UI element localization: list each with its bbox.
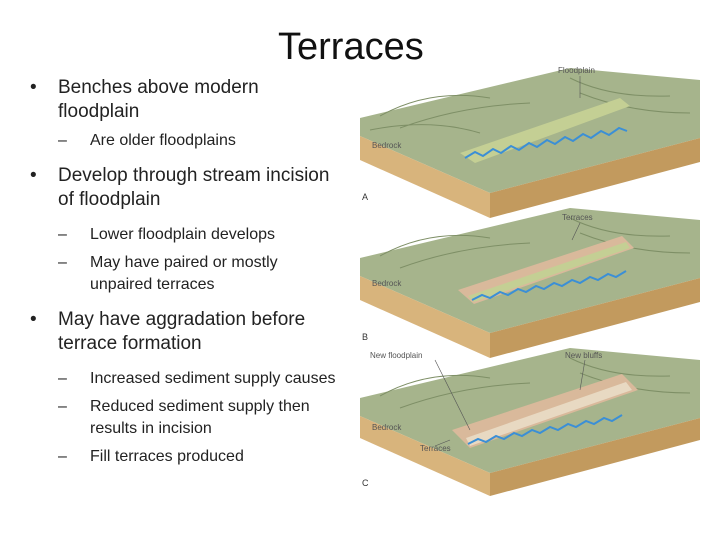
bullet-1-text: Benches above modern floodplain xyxy=(58,77,259,122)
sub-bullet-dash: – xyxy=(58,448,67,465)
sub-bullet-dash: – xyxy=(58,370,67,387)
bullet-1: • Benches above modern floodplain xyxy=(30,76,340,124)
sub-bullet-3-2: – Reduced sediment supply then results i… xyxy=(30,396,340,440)
sub-bullet-3-1: – Increased sediment supply causes xyxy=(30,368,340,390)
panel-c-new-bluffs-leader xyxy=(579,359,586,391)
panel-c-terraces-label: Terraces xyxy=(420,444,451,453)
bullet-dot: • xyxy=(30,309,37,330)
panel-c-terraces-leader xyxy=(434,439,451,447)
bullet-3-text: May have aggradation before terrace form… xyxy=(58,309,306,354)
panel-b-leader xyxy=(571,222,581,241)
panel-c-new-floodplain xyxy=(466,382,632,446)
bullet-2: • Develop through stream incision of flo… xyxy=(30,164,340,212)
panel-a-letter: A xyxy=(362,192,368,202)
panel-c-front-face xyxy=(360,416,490,496)
panel-b-river xyxy=(471,270,627,301)
panel-b-side-face xyxy=(490,278,700,358)
panel-c-new-floodplain-leader xyxy=(434,359,471,431)
sub-bullet-dash: – xyxy=(58,254,67,271)
sub-bullet-3-3: – Fill terraces produced xyxy=(30,446,340,468)
panel-a-front-face xyxy=(360,136,490,218)
panel-c-river xyxy=(467,414,623,445)
panel-c-contours xyxy=(379,357,691,409)
panel-c-letter: C xyxy=(362,478,369,488)
sub-bullet-2-1: – Lower floodplain develops xyxy=(30,224,340,246)
panel-a-bedrock-label: Bedrock xyxy=(372,141,402,150)
sub-bullet-dash: – xyxy=(58,226,67,243)
bullet-dot: • xyxy=(30,165,37,186)
sub-bullet-2-2-text: May have paired or mostly unpaired terra… xyxy=(90,254,278,293)
panel-b-terraces-label: Terraces xyxy=(562,213,593,222)
slide-title: Terraces xyxy=(278,26,424,68)
panel-a-contours xyxy=(369,77,691,134)
sub-bullet-3-3-text: Fill terraces produced xyxy=(90,448,244,465)
bullet-2-text: Develop through stream incision of flood… xyxy=(58,165,330,210)
panel-b-letter: B xyxy=(362,332,368,342)
panel-b-lower-floodplain xyxy=(468,242,630,302)
sub-bullet-2-1-text: Lower floodplain develops xyxy=(90,226,276,243)
panel-b-block: Terraces Bedrock B xyxy=(360,208,700,358)
sub-bullet-3-1-text: Increased sediment supply causes xyxy=(90,370,336,387)
panel-c-side-face xyxy=(490,418,700,496)
panel-c-new-floodplain-label: New floodplain xyxy=(370,351,422,360)
sub-bullet-3-2-text: Reduced sediment supply then results in … xyxy=(90,398,310,437)
panel-a-river xyxy=(464,126,628,159)
panel-a-floodplain-label: Floodplain xyxy=(558,66,595,75)
panel-b-front-face xyxy=(360,276,490,358)
terrace-formation-diagram: Floodplain Bedrock A Terraces Bedrock B … xyxy=(360,66,700,496)
bullet-dot: • xyxy=(30,77,37,98)
panel-b-contours xyxy=(379,217,691,269)
sub-bullet-1-1: – Are older floodplains xyxy=(30,130,340,152)
sub-bullet-dash: – xyxy=(58,398,67,415)
panel-a-side-face xyxy=(490,138,700,218)
sub-bullet-2-2: – May have paired or mostly unpaired ter… xyxy=(30,252,340,296)
sub-bullet-dash: – xyxy=(58,132,67,149)
panel-c-block: New floodplain New bluffs Bedrock Terrac… xyxy=(360,348,700,496)
panel-b-bedrock-label: Bedrock xyxy=(372,279,402,288)
sub-bullet-1-1-text: Are older floodplains xyxy=(90,132,236,149)
panel-c-bedrock-label: Bedrock xyxy=(372,423,402,432)
bullet-3: • May have aggradation before terrace fo… xyxy=(30,308,340,356)
bullet-list: • Benches above modern floodplain – Are … xyxy=(30,76,340,468)
panel-a-block: Floodplain Bedrock A xyxy=(360,66,700,218)
panel-c-new-bluffs-label: New bluffs xyxy=(565,351,602,360)
panel-a-valley-floor xyxy=(460,98,630,163)
